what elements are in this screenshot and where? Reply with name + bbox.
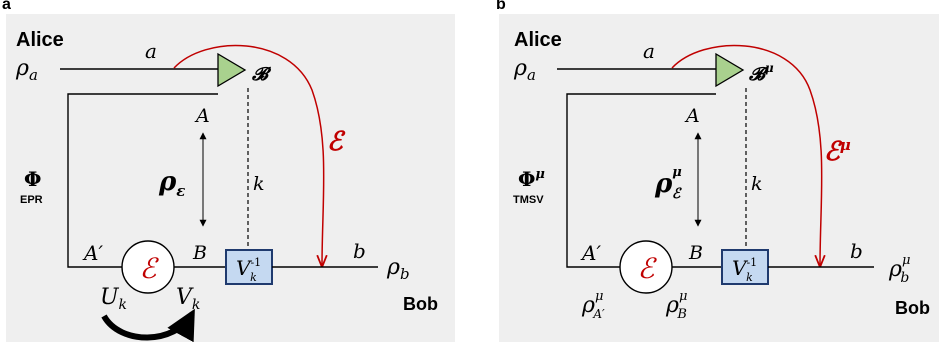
channel-circle-label: ℰ — [140, 252, 160, 285]
wire-b-label: b — [850, 239, 863, 263]
red-channel-label: ℰμ — [824, 136, 851, 167]
panel-a: a Alice Bob ρa a 𝓑 A ρε k ℰ Φ EPR A′ ℰ — [2, 0, 455, 343]
panel-a-letter: a — [2, 0, 11, 13]
phi-sub-label: TMSV — [513, 194, 544, 206]
beam-splitter-label: 𝓑 — [251, 64, 272, 85]
label-k: k — [751, 173, 763, 195]
V-label: Vk — [176, 285, 200, 313]
rho-b-label: ρb — [386, 255, 410, 283]
tmsv-loop-wire — [566, 93, 716, 268]
red-channel-label: ℰ — [327, 127, 346, 157]
channel-circle-label: ℰ — [638, 252, 658, 285]
rho-a-label: ρa — [15, 56, 38, 84]
wire-b-label: b — [353, 239, 366, 263]
alice-label: Alice — [16, 29, 64, 51]
label-B: B — [192, 242, 207, 264]
label-B: B — [688, 242, 703, 264]
wire-a-label: a — [145, 39, 157, 63]
label-A: A — [194, 105, 210, 127]
label-A-prime: A′ — [580, 241, 601, 265]
red-channel-arrow — [671, 44, 822, 266]
rho-eps-label: ρε — [158, 167, 185, 200]
epr-loop-wire — [67, 93, 218, 268]
transform-arrow — [101, 308, 195, 343]
phi-label: Φμ — [518, 167, 545, 191]
bob-label: Bob — [895, 298, 930, 318]
alice-label: Alice — [514, 29, 562, 51]
label-A: A — [684, 105, 700, 127]
inverse-unitary-box — [721, 249, 769, 285]
beam-splitter-label: 𝓑μ — [748, 61, 774, 85]
rho-a-label: ρa — [513, 56, 536, 84]
phi-sub-label: EPR — [20, 194, 43, 206]
beam-splitter — [217, 52, 247, 88]
label-A-prime: A′ — [82, 241, 103, 265]
U-label: Uk — [100, 285, 127, 313]
bob-label: Bob — [403, 294, 438, 314]
wire-a-label: a — [643, 39, 655, 63]
red-channel-arrow — [173, 44, 324, 266]
phi-label: Φ — [24, 167, 41, 191]
beam-splitter — [715, 52, 745, 88]
label-k: k — [253, 173, 265, 195]
panel-b-letter: b — [496, 0, 506, 13]
